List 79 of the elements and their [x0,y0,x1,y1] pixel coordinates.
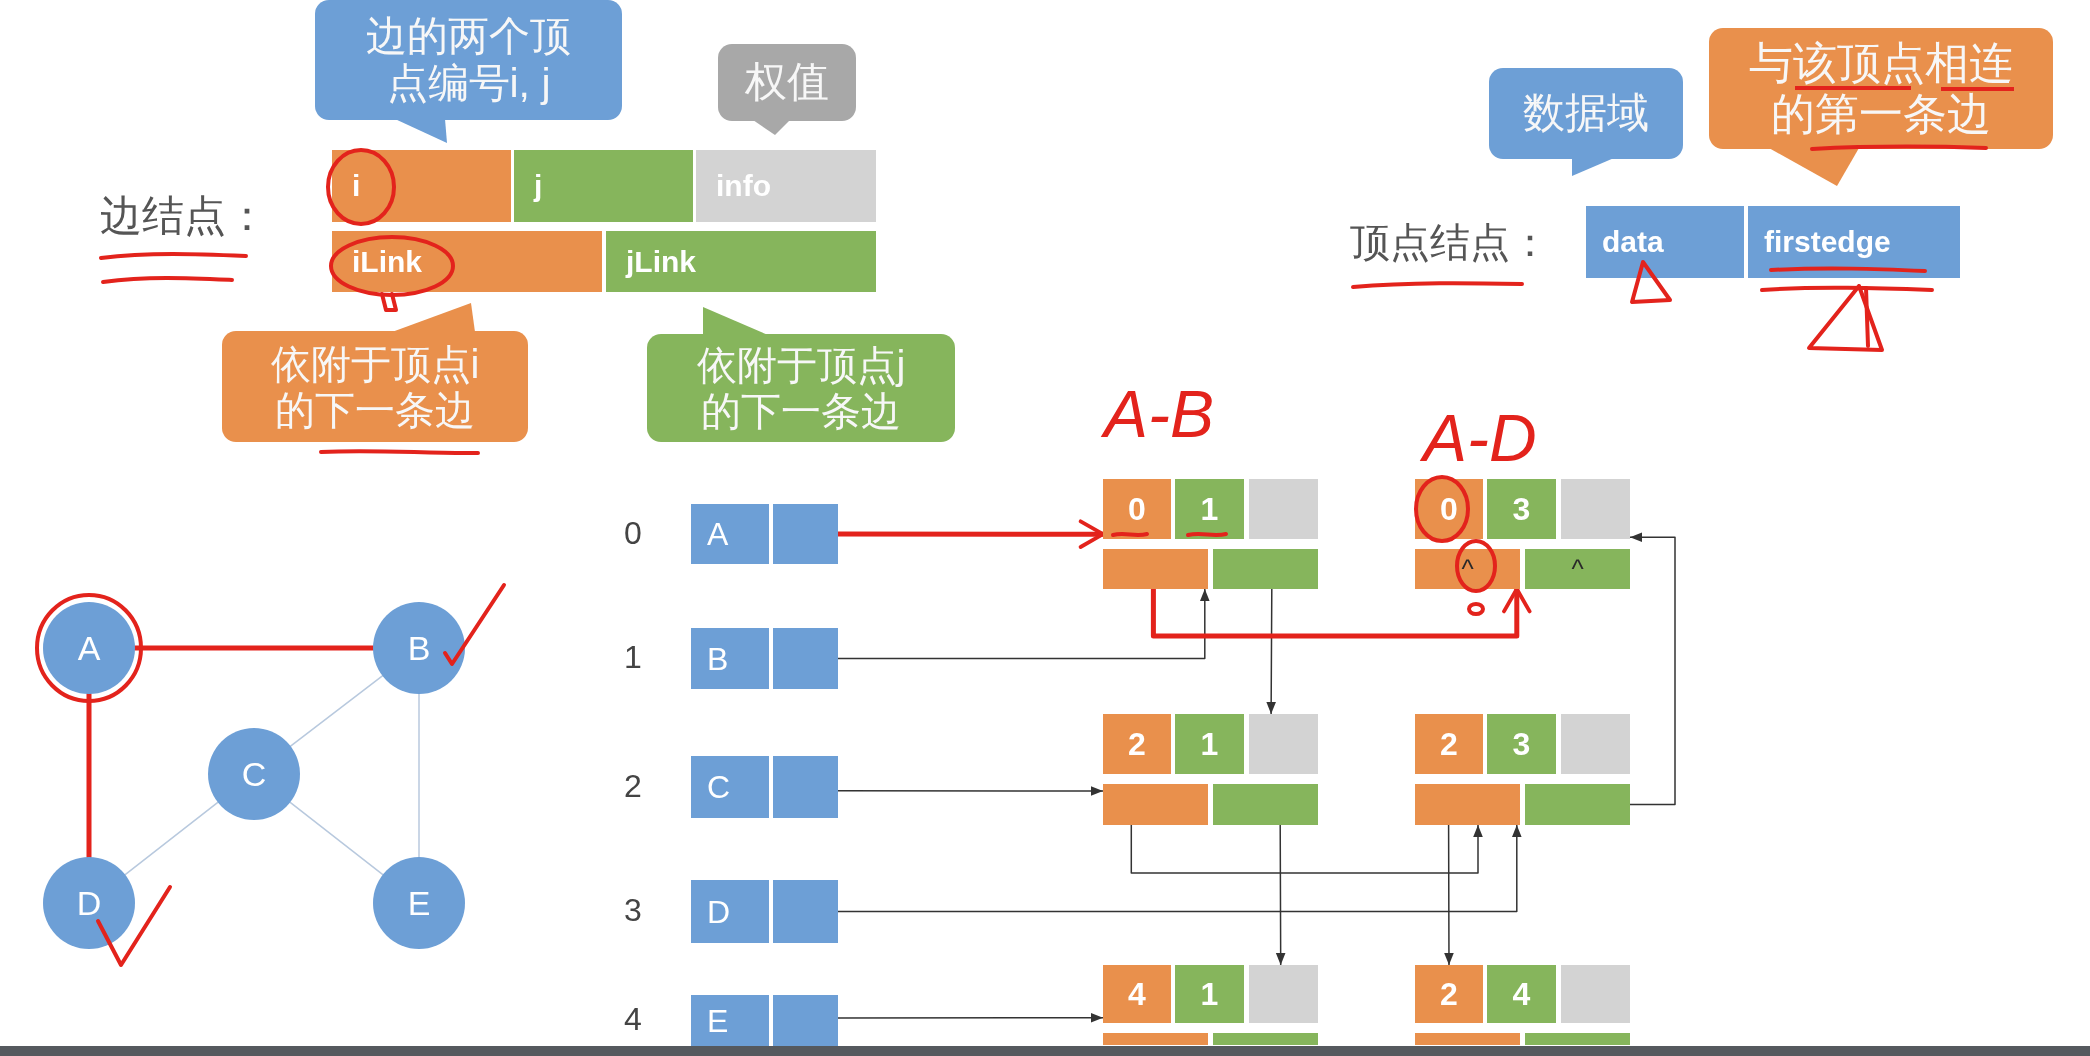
edge-line [418,693,420,858]
node-type-label: 顶点结点： [1350,222,1550,264]
callout-text: 权值 [744,58,830,107]
row-index: 4 [624,1003,642,1037]
pointer-cell [1525,1033,1630,1045]
vertex-circle: D [43,857,135,949]
vertex-data-cell: B [691,628,769,689]
vertex-data-cell: C [691,756,769,818]
pointer-cell [1415,784,1520,825]
pointer-cell [773,880,838,943]
vertex-index-cell: 2 [1415,714,1483,774]
arrow [1130,824,1483,874]
callout-text: 依附于顶点j的下一条边 [696,342,906,434]
pointer-cell [1415,1033,1520,1045]
vertex-index-cell: 4 [1487,965,1556,1023]
pointer-cell: ^ [1415,549,1520,589]
vertex-index-cell: 3 [1487,479,1556,539]
arrow [1150,586,1532,639]
vertex-circle: C [208,728,300,820]
edge-line [124,801,219,876]
row-index: 3 [624,894,642,928]
arrow [1275,824,1286,966]
node-type-label: 边结点： [100,194,268,239]
vertex-index-cell: 0 [1103,479,1171,539]
arrow [837,1013,1104,1023]
info-cell [1249,714,1318,774]
callout-text: 边的两个顶点编号i, j [365,12,572,108]
edge-line [86,691,92,860]
vertex-index-cell: 2 [1415,965,1483,1023]
vertex-data-cell: E [691,995,769,1046]
pointer-cell: ^ [1525,549,1630,589]
field-cell: jLink [606,231,876,292]
vertex-index-cell: 1 [1175,965,1244,1023]
edge-line [132,645,376,651]
field-cell: iLink [332,231,602,292]
pointer-cell [1103,549,1208,589]
pointer-cell [1213,784,1318,825]
field-cell: i [332,150,511,222]
row-index: 2 [624,770,642,804]
field-cell: j [514,150,693,222]
info-cell [1249,479,1318,539]
pointer-cell [773,628,838,689]
arrow [837,824,1522,913]
pointer-cell [1213,1033,1318,1045]
vertex-circle: A [43,602,135,694]
vertex-index-cell: 1 [1175,714,1244,774]
vertex-circle: E [373,857,465,949]
info-cell [1561,965,1630,1023]
vertex-index-cell: 4 [1103,965,1171,1023]
callout-text: 数据域 [1522,89,1650,138]
info-cell [1561,479,1630,539]
pointer-cell [773,504,838,564]
pointer-cell [1213,549,1318,589]
pointer-cell [1103,784,1208,825]
row-index: 0 [624,517,642,551]
vertex-index-cell: 1 [1175,479,1244,539]
field-cell: firstedge [1748,206,1960,278]
edge-line [289,801,384,876]
vertex-data-cell: A [691,504,769,564]
info-cell [1249,965,1318,1023]
pointer-cell [1103,1033,1208,1045]
pointer-cell [773,756,838,818]
arrow [1266,588,1276,715]
vertex-circle: B [373,602,465,694]
arrow [837,786,1104,796]
vertex-data-cell: D [691,880,769,943]
vertex-index-cell: 2 [1103,714,1171,774]
info-cell [1561,714,1630,774]
arrow [835,519,1106,549]
callout-text: 依附于顶点i的下一条边 [270,340,480,433]
arrow [1629,532,1676,806]
field-cell: data [1586,206,1744,278]
arrow [837,588,1210,660]
arrow [1444,824,1454,966]
pointer-cell [773,995,838,1046]
edge-line [289,675,384,747]
row-index: 1 [624,641,642,675]
vertex-index-cell: 3 [1487,714,1556,774]
pointer-cell [1525,784,1630,825]
